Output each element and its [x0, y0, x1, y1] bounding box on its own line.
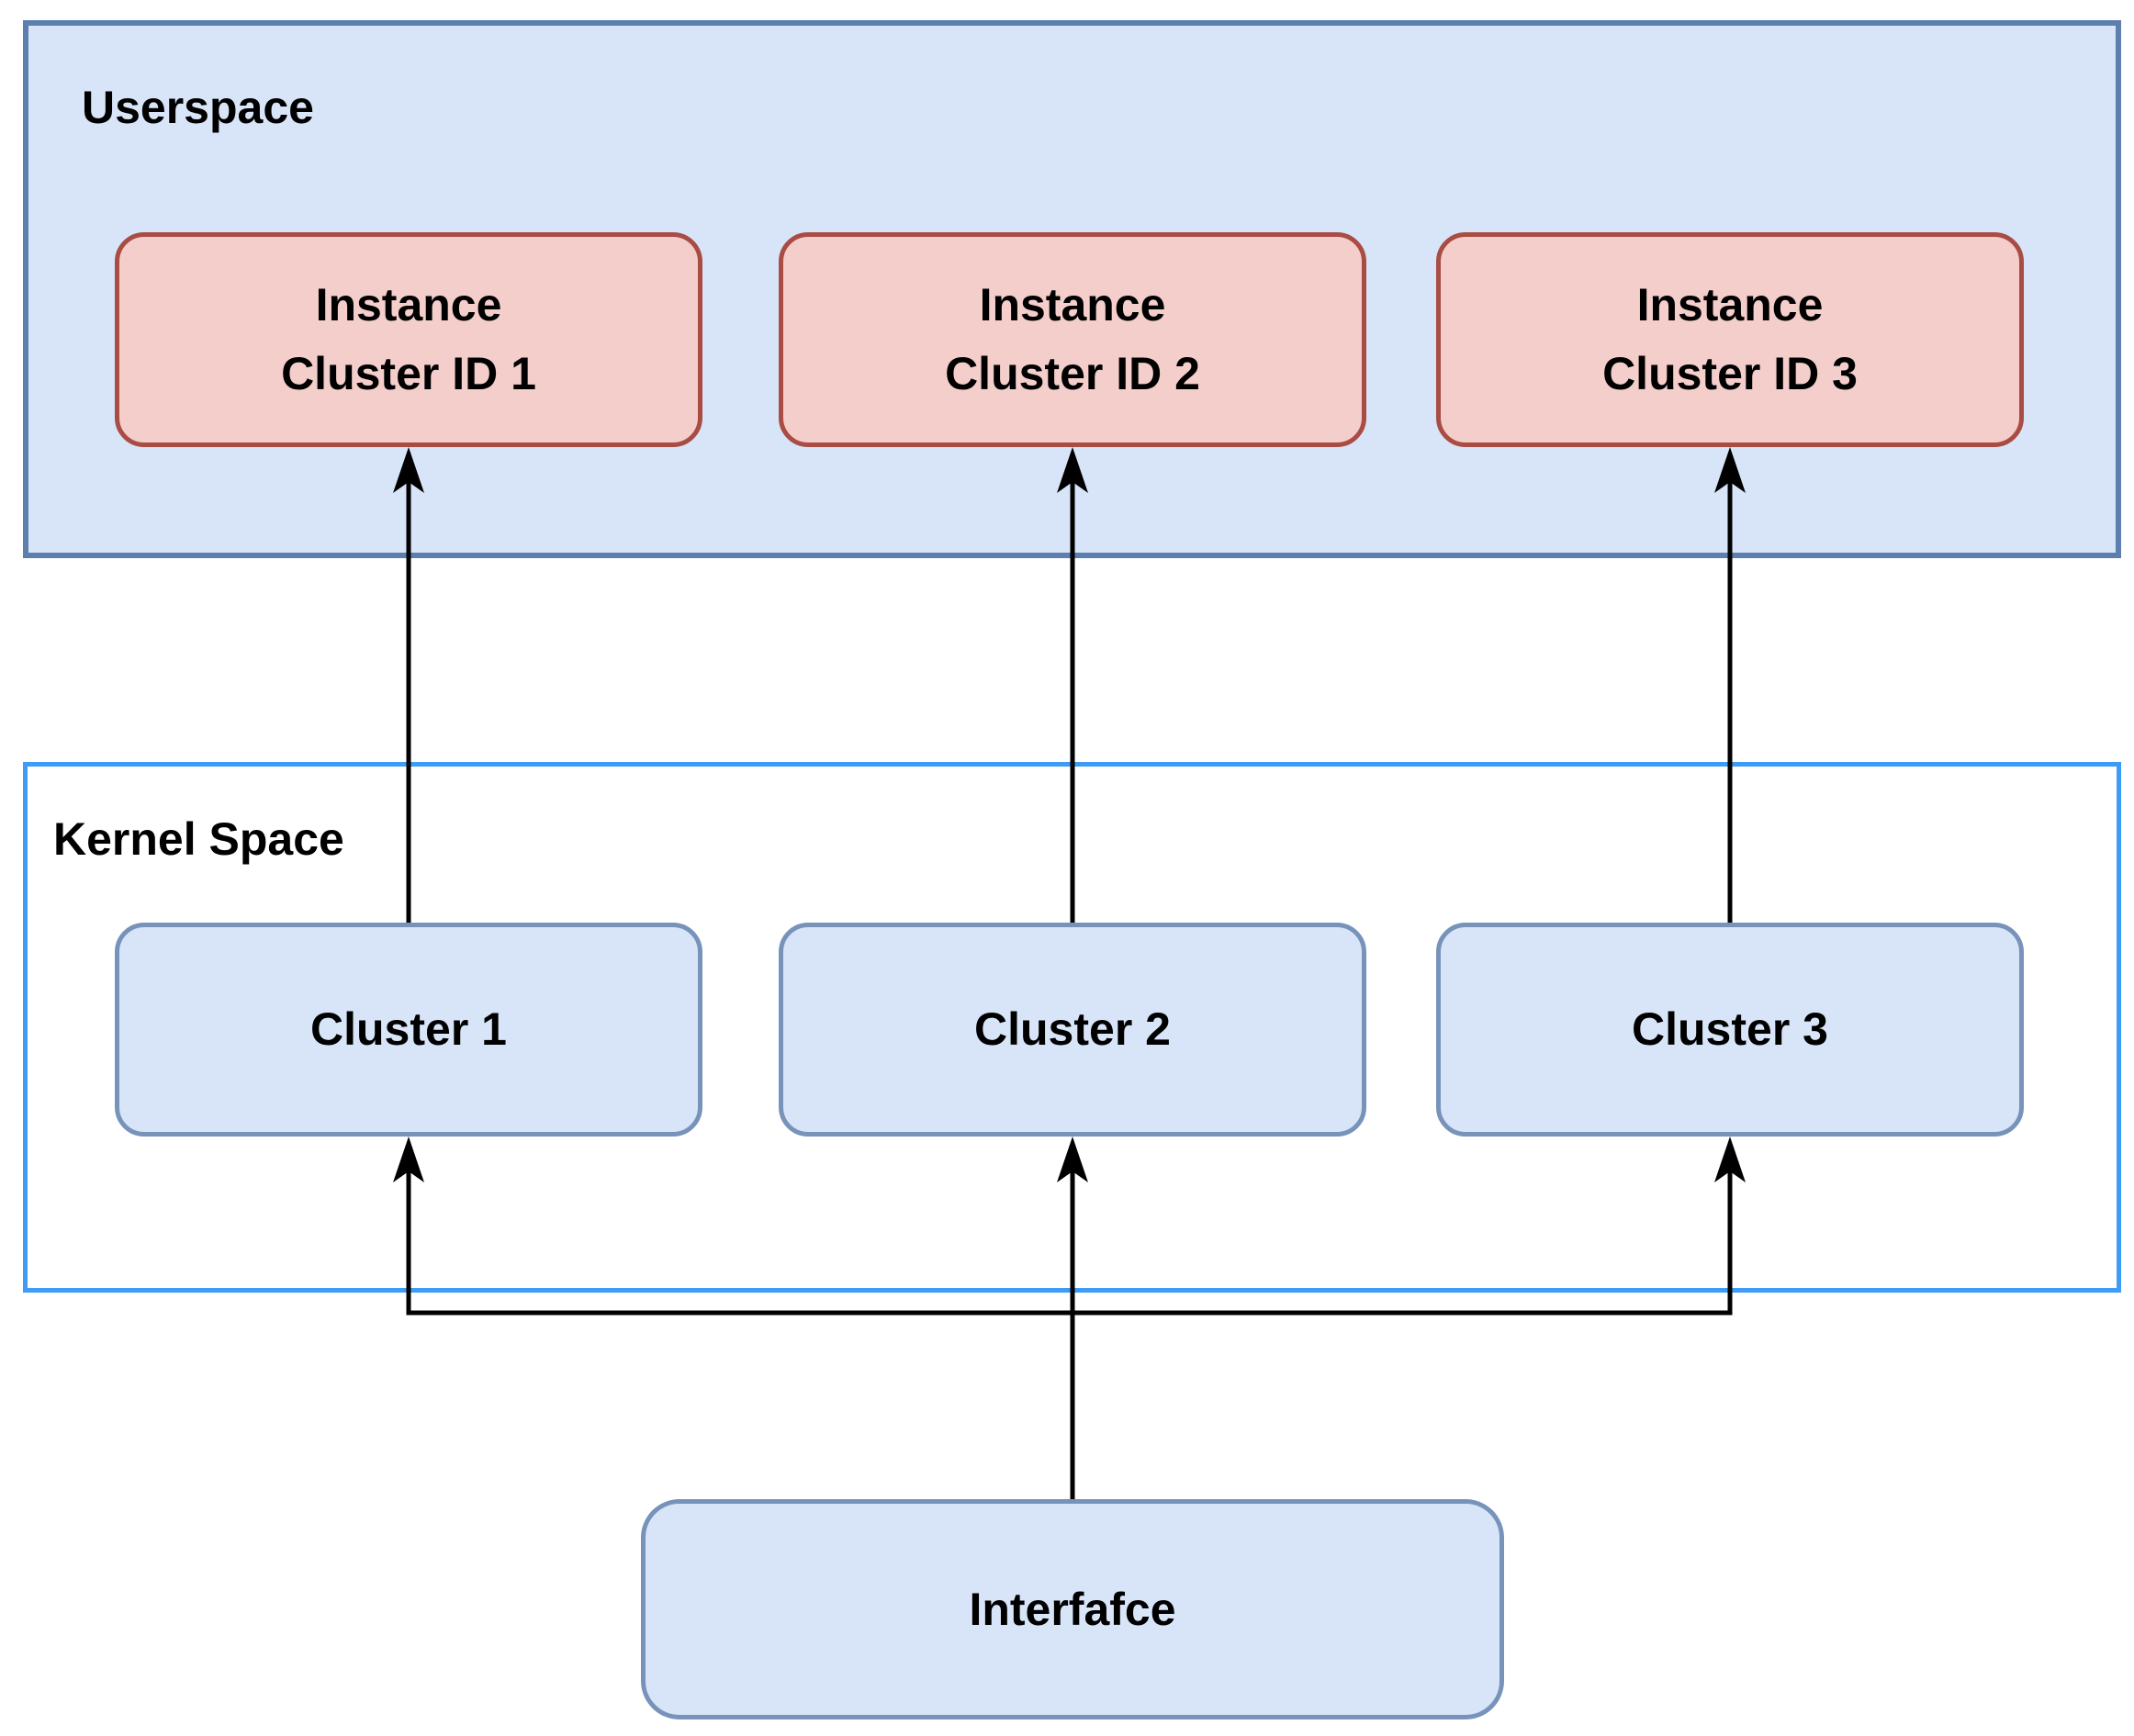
instance-2-label-line1: Instance [979, 279, 1166, 330]
userspace-label: Userspace [82, 82, 314, 133]
cluster-2-label: Cluster 2 [974, 1003, 1171, 1055]
instance-1-label-line2: Cluster ID 1 [281, 348, 536, 399]
instance-3-label-line2: Cluster ID 3 [1602, 348, 1858, 399]
cluster-3-label: Cluster 3 [1632, 1003, 1828, 1055]
cluster-1-label: Cluster 1 [310, 1003, 507, 1055]
cluster-2-node: Cluster 2 [779, 923, 1366, 1137]
instance-2-label-line2: Cluster ID 2 [945, 348, 1200, 399]
cluster-3-node: Cluster 3 [1436, 923, 2024, 1137]
kernel-space-label: Kernel Space [53, 813, 344, 865]
instance-cluster-id-2-node: Instance Cluster ID 2 [779, 232, 1366, 447]
instance-3-label-line1: Instance [1636, 279, 1824, 330]
interface-label: Interfafce [969, 1583, 1176, 1635]
instance-1-label-line1: Instance [315, 279, 502, 330]
instance-cluster-id-3-node: Instance Cluster ID 3 [1436, 232, 2024, 447]
cluster-1-node: Cluster 1 [115, 923, 702, 1137]
instance-cluster-id-1-node: Instance Cluster ID 1 [115, 232, 702, 447]
interface-node: Interfafce [641, 1499, 1504, 1719]
